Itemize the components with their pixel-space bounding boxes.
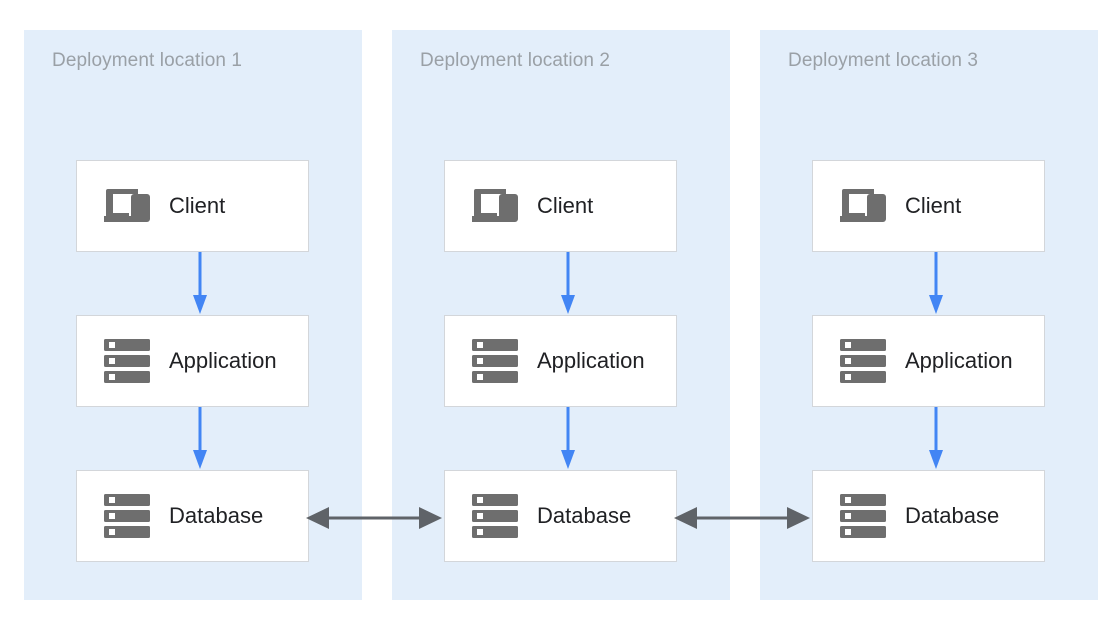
arrow-application-to-database-1 [193,407,207,470]
node-application-2[interactable]: Application [444,315,677,407]
arrow-application-to-database-2 [561,407,575,470]
panel-title-2: Deployment location 2 [420,50,611,71]
node-client-2[interactable]: Client [444,160,677,252]
arrow-client-to-application-2 [561,252,575,315]
node-application-1[interactable]: Application [76,315,309,407]
node-client-1[interactable]: Client [76,160,309,252]
deployment-location-panel-3: Deployment location 3 Client [760,30,1098,600]
node-client-3[interactable]: Client [812,160,1045,252]
link-database-2-to-database-3 [673,503,811,533]
node-label-application-2: Application [537,348,645,373]
panel-title-3: Deployment location 3 [788,50,979,71]
arrow-application-to-database-3 [929,407,943,470]
panel-title-1: Deployment location 1 [52,50,243,71]
server-icon [831,339,895,383]
link-database-1-to-database-2 [305,503,443,533]
node-database-2[interactable]: Database [444,470,677,562]
node-label-database-1: Database [169,503,264,528]
node-application-3[interactable]: Application [812,315,1045,407]
deployment-location-panel-1: Deployment location 1 Client [24,30,362,600]
node-label-database-3: Database [905,503,1000,528]
arrow-client-to-application-3 [929,252,943,315]
node-label-client-2: Client [537,193,594,218]
devices-icon [463,187,527,225]
node-label-client-3: Client [905,193,962,218]
server-icon [95,494,159,538]
server-icon [831,494,895,538]
arrow-client-to-application-1 [193,252,207,315]
node-label-application-1: Application [169,348,277,373]
server-icon [463,494,527,538]
devices-icon [95,187,159,225]
devices-icon [831,187,895,225]
server-icon [95,339,159,383]
deployment-location-panel-2: Deployment location 2 Client [392,30,730,600]
node-database-3[interactable]: Database [812,470,1045,562]
node-label-application-3: Application [905,348,1013,373]
node-database-1[interactable]: Database [76,470,309,562]
node-label-client-1: Client [169,193,226,218]
server-icon [463,339,527,383]
node-label-database-2: Database [537,503,632,528]
